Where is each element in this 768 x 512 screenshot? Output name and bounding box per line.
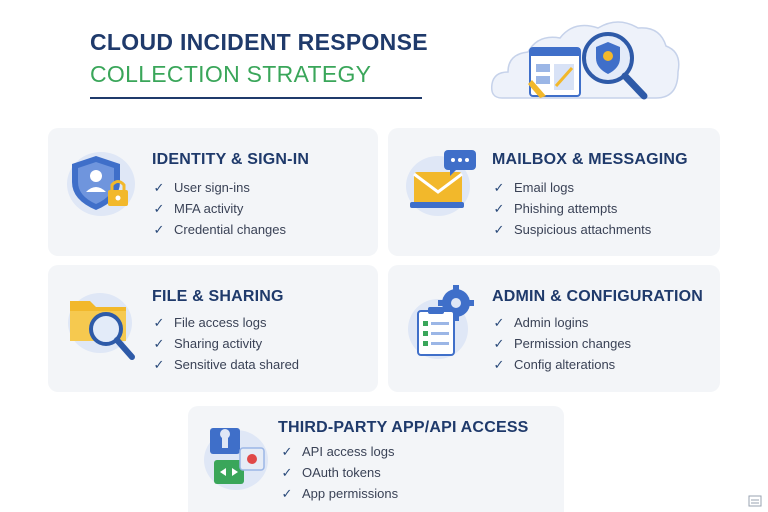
check-icon: ✓ — [153, 357, 165, 372]
shield-user-lock-icon — [67, 152, 135, 216]
list-item: ✓MFA activity — [152, 198, 286, 219]
card-admin-configuration: ADMIN & CONFIGURATION ✓Admin logins ✓Per… — [388, 265, 720, 392]
card-item-list: ✓File access logs ✓Sharing activity ✓Sen… — [152, 312, 299, 375]
card-title: THIRD-PARTY APP/API ACCESS — [278, 419, 529, 436]
check-icon: ✓ — [153, 201, 165, 216]
card-third-party-app-api-access: THIRD-PARTY APP/API ACCESS ✓API access l… — [188, 406, 564, 512]
check-icon: ✓ — [153, 180, 165, 195]
puzzle-api-icon — [204, 428, 268, 490]
card-identity-sign-in: IDENTITY & SIGN-IN ✓User sign-ins ✓MFA a… — [48, 128, 378, 256]
card-item-list: ✓User sign-ins ✓MFA activity ✓Credential… — [152, 177, 286, 240]
title-divider — [90, 97, 422, 99]
page-title: CLOUD INCIDENT RESPONSE — [90, 29, 428, 55]
card-file-sharing: FILE & SHARING ✓File access logs ✓Sharin… — [48, 265, 378, 392]
list-item: ✓Phishing attempts — [492, 198, 651, 219]
list-item: ✓Suspicious attachments — [492, 219, 652, 240]
card-title: IDENTITY & SIGN-IN — [152, 151, 310, 168]
list-item: ✓API access logs — [280, 441, 398, 462]
title-block: CLOUD INCIDENT RESPONSE COLLECTION STRAT… — [90, 26, 430, 90]
list-item: ✓App permissions — [280, 483, 399, 504]
list-item: ✓User sign-ins — [152, 177, 286, 198]
folder-magnifier-icon — [68, 293, 135, 360]
check-icon: ✓ — [493, 357, 505, 372]
card-title: FILE & SHARING — [152, 288, 284, 305]
envelope-chat-icon — [406, 150, 476, 216]
cloud-dashboard-magnifier-icon — [490, 21, 680, 100]
list-item: ✓Config alterations — [492, 354, 631, 375]
list-item: ✓Sharing activity — [152, 333, 299, 354]
page-subtitle: COLLECTION STRATEGY — [90, 61, 372, 87]
list-item: ✓Admin logins — [492, 312, 631, 333]
check-icon: ✓ — [493, 201, 505, 216]
list-item: ✓Credential changes — [152, 219, 286, 240]
list-item: ✓OAuth tokens — [280, 462, 398, 483]
corner-mark-icon — [748, 495, 762, 507]
check-icon: ✓ — [153, 222, 165, 237]
list-item: ✓File access logs — [152, 312, 299, 333]
check-icon: ✓ — [281, 444, 293, 459]
list-item: ✓Email logs — [492, 177, 651, 198]
card-item-list: ✓Email logs ✓Phishing attempts ✓Suspicio… — [492, 177, 652, 240]
check-icon: ✓ — [493, 336, 505, 351]
check-icon: ✓ — [281, 486, 293, 501]
gear-clipboard-icon — [408, 285, 474, 359]
check-icon: ✓ — [493, 180, 505, 195]
check-icon: ✓ — [153, 315, 165, 330]
card-mailbox-messaging: MAILBOX & MESSAGING ✓Email logs ✓Phishin… — [388, 128, 720, 256]
card-title: MAILBOX & MESSAGING — [492, 151, 688, 168]
check-icon: ✓ — [153, 336, 165, 351]
card-title: ADMIN & CONFIGURATION — [492, 288, 703, 305]
card-item-list: ✓Admin logins ✓Permission changes ✓Confi… — [492, 312, 632, 375]
card-item-list: ✓API access logs ✓OAuth tokens ✓App perm… — [280, 441, 399, 504]
check-icon: ✓ — [493, 222, 505, 237]
check-icon: ✓ — [281, 465, 293, 480]
list-item: ✓Permission changes — [492, 333, 632, 354]
check-icon: ✓ — [493, 315, 505, 330]
list-item: ✓Sensitive data shared — [152, 354, 299, 375]
